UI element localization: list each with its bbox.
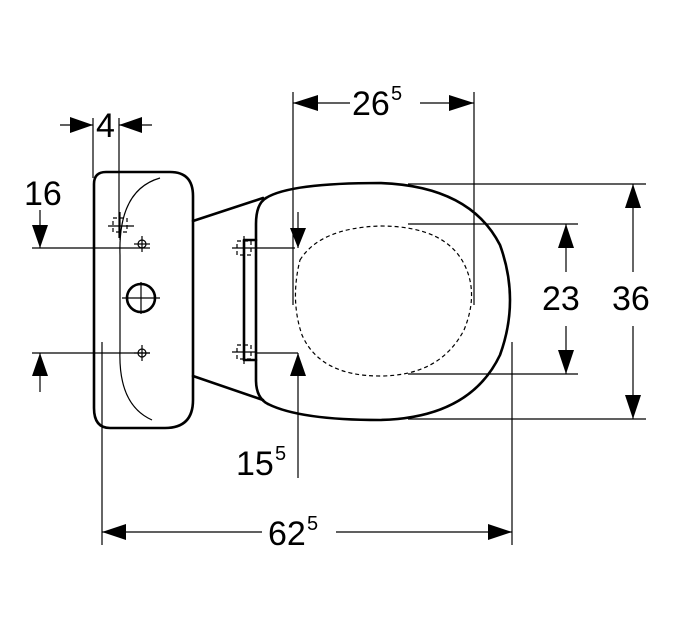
bowl-outline xyxy=(264,181,512,422)
hinge-bolt-lower xyxy=(232,340,256,364)
dim-top-width-sup: 5 xyxy=(391,83,402,105)
dim-seat-fix-label: 15 xyxy=(236,445,274,483)
dim-total-length-label: 62 xyxy=(268,515,306,553)
dim-wall-offset-label: 4 xyxy=(96,107,115,145)
cistern-fix-cross-mid xyxy=(134,236,150,252)
dimension-seat-fix: 15 5 xyxy=(236,212,306,483)
cistern-outline xyxy=(92,170,195,430)
dimension-total-height: 36 xyxy=(612,184,650,419)
neck-outline-lower xyxy=(191,374,265,402)
seat-hinge-outline xyxy=(254,196,270,406)
dimension-top-width: 26 5 xyxy=(293,83,474,123)
dimension-inner-height: 23 xyxy=(542,224,580,374)
dimension-upper-fix-height: 16 xyxy=(24,175,62,392)
dim-total-length-sup: 5 xyxy=(307,513,318,535)
dimension-total-length: 62 5 xyxy=(102,513,512,553)
dimension-wall-offset: 4 xyxy=(60,107,152,145)
dim-total-height-label: 36 xyxy=(612,280,650,318)
hinge-bolt-upper xyxy=(232,236,256,260)
dim-seat-fix-sup: 5 xyxy=(275,443,286,465)
dim-inner-height-label: 23 xyxy=(542,280,580,318)
cistern-inner-curve xyxy=(119,177,161,421)
dim-top-width-label: 26 xyxy=(352,85,390,123)
hinge-bracket-outline xyxy=(242,238,258,362)
cistern-fix-cross-top xyxy=(108,212,134,240)
dim-upper-fix-label: 16 xyxy=(24,175,62,213)
bowl-inner-dashed xyxy=(294,225,473,377)
neck-outline xyxy=(191,196,265,223)
